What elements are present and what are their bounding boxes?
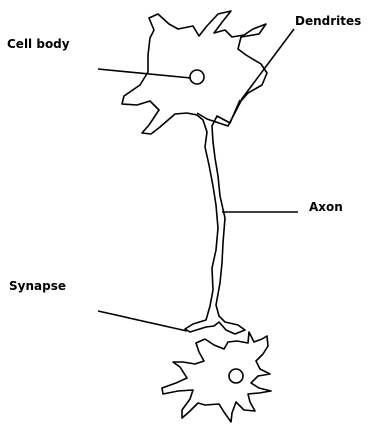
dendrites-label: Dendrites	[295, 14, 361, 28]
lower-nucleus	[229, 369, 243, 383]
cell-body-label: Cell body	[7, 37, 70, 51]
axon-label: Axon	[309, 200, 343, 214]
dendrites-leader-line	[241, 29, 294, 100]
synapse-label: Synapse	[9, 279, 66, 293]
lower-neuron-outline	[162, 332, 271, 422]
upper-neuron-outline	[122, 11, 267, 334]
upper-nucleus	[190, 70, 204, 84]
synapse-leader-line	[98, 311, 187, 331]
